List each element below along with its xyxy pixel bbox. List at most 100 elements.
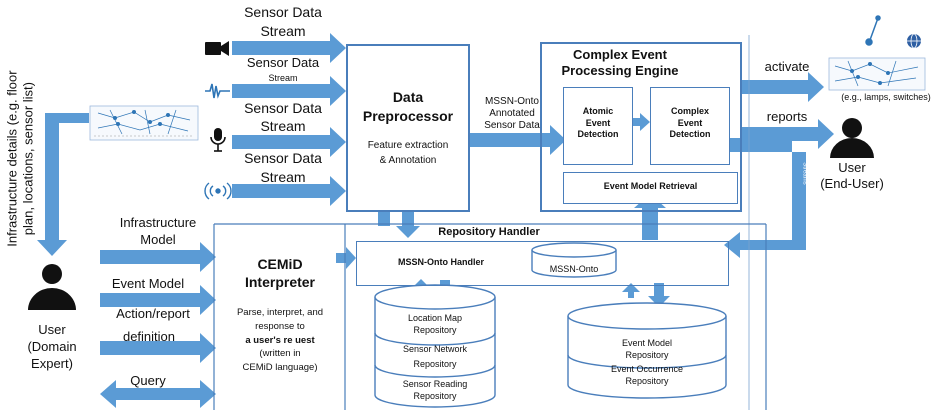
annotated-data-label: MSSN-Onto Annotated Sensor Data [474, 96, 550, 132]
data-preprocessor-title-line-2: Preprocessor [362, 107, 454, 124]
activate-label: activate [764, 59, 810, 74]
complex-event-label: Complex Event Detection [650, 106, 730, 141]
arrow-stream-2 [232, 76, 346, 106]
interpreter-title: CEMiD Interpreter [216, 255, 344, 291]
sensor-network-repo-label: Sensor Network Repository [375, 342, 495, 373]
domain-expert-user-icon [28, 264, 76, 310]
arrow-annotated-data [470, 125, 566, 155]
stream-4-line-1: Sensor Data [244, 150, 322, 166]
infra-model-label: Infrastructure Model [108, 215, 208, 249]
data-preprocessor-box [346, 44, 470, 212]
sensor-reading-line-1: Sensor Reading [402, 379, 468, 389]
sensor-reading-repo-label: Sensor Reading Repository [375, 378, 495, 402]
interpreter-desc-line-2: response to [255, 320, 305, 332]
stream-4-label: Sensor Data Stream [228, 150, 338, 185]
arrow-event-model [100, 285, 216, 315]
stream-3-line-2: Stream [260, 118, 306, 135]
infra-model-line-2: Model [140, 231, 176, 247]
arrow-prep-down [396, 212, 420, 238]
arrow-stream-3 [232, 127, 346, 157]
streams-vertical-label: Streams [801, 162, 808, 185]
mssn-onto-handler-label: MSSN-Onto Handler [397, 257, 484, 267]
cylinder-divider-left-2 [374, 364, 496, 378]
waveform-icon [205, 83, 230, 99]
arrow-action-report [100, 333, 216, 363]
stream-1-line-1: Sensor Data [244, 4, 322, 20]
domain-expert-label: User (Domain Expert) [12, 322, 92, 373]
data-preprocessor-subtitle-line-1: Feature extraction [367, 140, 449, 151]
stream-4-line-2: Stream [260, 169, 306, 186]
cep-title-line-2: Processing Engine [561, 63, 679, 79]
arrow-to-complex [704, 130, 792, 160]
event-model-repo-label: Event Model Repository [568, 338, 726, 361]
query-label: Query [130, 373, 166, 388]
arrow-atomic-complex [631, 113, 650, 131]
reports-label: reports [766, 109, 808, 124]
location-repo-label: Location Map Repository [375, 312, 495, 336]
event-model-label: Event Model [111, 276, 185, 291]
annotated-line-1: MSSN-Onto [485, 96, 539, 107]
interpreter-desc: Parse, interpret, and response to a user… [216, 306, 344, 375]
infra-details-label: Infrastructure details (e.g. floor plan,… [4, 54, 35, 264]
arrow-interpreter-handler [336, 247, 356, 269]
video-camera-icon [205, 41, 229, 56]
atomic-line-3: Detection [577, 129, 619, 140]
event-model-retrieval-box [563, 172, 738, 204]
arrow-handler-evt-up [622, 283, 640, 298]
interpreter-title-line-2: Interpreter [244, 274, 316, 291]
arrow-infra-model [100, 242, 216, 272]
domain-expert-line-3: Expert) [31, 355, 73, 371]
globe-icon [907, 33, 921, 49]
interpreter-desc-line-5: CEMiD language) [242, 362, 318, 374]
cylinder-divider-left-1 [374, 332, 496, 346]
cylinder-repos-left-top [374, 284, 496, 310]
event-occurrence-repo-label: Event Occurrence Repository [568, 363, 726, 387]
arrow-activate [740, 72, 824, 102]
arrow-reports [740, 119, 834, 149]
stream-3-line-1: Sensor Data [244, 100, 322, 116]
end-user-line-2: (End-User) [820, 176, 884, 192]
arrow-handler-evt-down [648, 283, 670, 307]
end-user-label: User (End-User) [812, 160, 892, 193]
data-preprocessor-subtitle: Feature extraction & Annotation [346, 138, 470, 168]
interpreter-desc-line-3: a user's re uest [245, 334, 315, 346]
atomic-line-2: Event [585, 117, 611, 128]
arrow-query [100, 380, 216, 408]
arrow-infra-connector [45, 113, 89, 123]
arrow-infra-details [37, 113, 67, 256]
cep-title: Complex Event Processing Engine [545, 47, 695, 80]
floor-plan-thumbnail-left [89, 105, 199, 141]
location-repo-line-2: Repository [413, 325, 457, 336]
atomic-event-detection-box [563, 87, 633, 165]
infra-details-line-1: Infrastructure details (e.g. floor [4, 70, 20, 247]
arrow-stream-1 [232, 33, 346, 63]
signal-waves-icon [204, 182, 232, 200]
mssn-onto-handler-box [356, 241, 729, 286]
data-preprocessor-title: Data Preprocessor [346, 88, 470, 126]
event-model-repo-line-2: Repository [625, 349, 669, 360]
location-repo-line-1: Location Map [407, 313, 463, 323]
end-user-icon [830, 118, 874, 158]
arrow-stream-4 [232, 176, 346, 206]
switch-lever-icon [865, 15, 881, 46]
floor-plan-thumbnail-right [828, 57, 926, 91]
event-model-retrieval-label: Event Model Retrieval [603, 181, 698, 191]
stream-2-label: Sensor Data Stream [228, 55, 338, 83]
interpreter-title-line-1: CEMiD [257, 256, 303, 272]
stream-2-line-1: Sensor Data [246, 55, 320, 70]
cylinder-divider-right [567, 354, 727, 369]
cylinder-repos-right [567, 316, 727, 399]
interpreter-desc-line-4: (written in [259, 348, 301, 360]
icons [28, 15, 926, 310]
stream-3-label: Sensor Data Stream [228, 100, 338, 134]
cep-engine-frame [540, 42, 742, 212]
complex-event-detection-box [650, 87, 730, 165]
microphone-icon [210, 128, 226, 152]
atomic-line-1: Atomic [582, 106, 614, 116]
event-occurrence-line-2: Repository [625, 376, 669, 387]
complex-line-3: Detection [669, 129, 711, 140]
data-preprocessor-subtitle-line-2: & Annotation [379, 155, 437, 166]
sensor-reading-line-2: Repository [413, 391, 457, 402]
actuators-label: (e.g., lamps, switches) [841, 92, 931, 102]
